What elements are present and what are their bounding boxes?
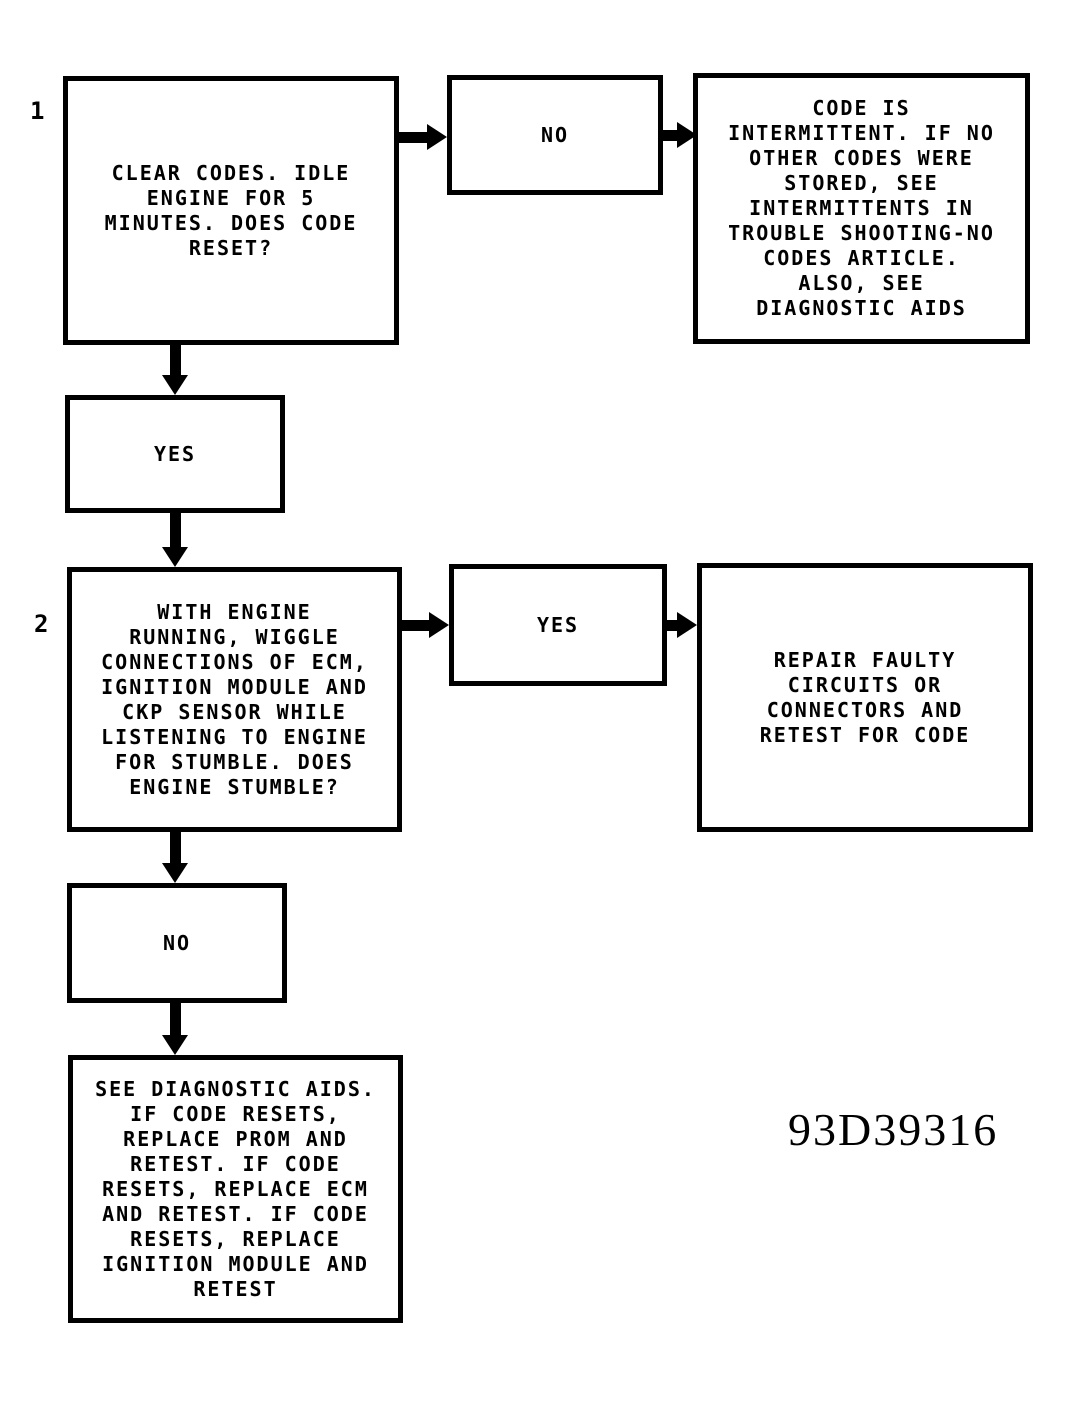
arrow-shaft: [667, 619, 677, 631]
node-repair: REPAIR FAULTY CIRCUITS OR CONNECTORS AND…: [697, 563, 1033, 832]
arrow-shaft: [663, 129, 677, 141]
step-number-1: 1: [30, 97, 46, 125]
node-no-top-text: NO: [540, 122, 570, 147]
arrow-down-icon: [162, 345, 188, 395]
arrow-head: [677, 122, 697, 148]
node-step2: WITH ENGINE RUNNING, WIGGLE CONNECTIONS …: [67, 567, 402, 832]
node-no-2-text: NO: [162, 930, 192, 955]
arrow-down-icon: [162, 513, 188, 567]
node-step1-text: CLEAR CODES. IDLE ENGINE FOR 5 MINUTES. …: [104, 160, 358, 260]
figure-id-label: 93D39316: [788, 1104, 999, 1155]
arrow-head: [162, 375, 188, 395]
node-step2-text: WITH ENGINE RUNNING, WIGGLE CONNECTIONS …: [101, 599, 368, 799]
node-diagnostic-aids-text: SEE DIAGNOSTIC AIDS. IF CODE RESETS, REP…: [95, 1076, 376, 1301]
node-diagnostic-aids: SEE DIAGNOSTIC AIDS. IF CODE RESETS, REP…: [68, 1055, 403, 1323]
node-no-top: NO: [447, 75, 663, 195]
arrow-head: [162, 547, 188, 567]
arrow-down-icon: [162, 832, 188, 883]
arrow-down-icon: [162, 1003, 188, 1055]
arrow-right-icon: [663, 122, 697, 148]
arrow-head: [427, 124, 447, 150]
arrow-shaft: [169, 832, 181, 863]
node-intermittent: CODE IS INTERMITTENT. IF NO OTHER CODES …: [693, 73, 1030, 344]
arrow-right-icon: [399, 124, 447, 150]
node-repair-text: REPAIR FAULTY CIRCUITS OR CONNECTORS AND…: [759, 647, 971, 747]
arrow-head: [162, 1035, 188, 1055]
node-step1: CLEAR CODES. IDLE ENGINE FOR 5 MINUTES. …: [63, 76, 399, 345]
arrow-shaft: [169, 513, 181, 547]
arrow-shaft: [399, 131, 427, 143]
node-yes-1: YES: [65, 395, 285, 513]
node-yes-2-text: YES: [536, 612, 580, 637]
node-yes-1-text: YES: [153, 441, 197, 466]
step-number-2: 2: [34, 610, 50, 638]
arrow-right-icon: [402, 612, 449, 638]
node-yes-2: YES: [449, 564, 667, 686]
arrow-shaft: [169, 345, 181, 375]
arrow-head: [162, 863, 188, 883]
arrow-right-icon: [667, 612, 697, 638]
arrow-head: [677, 612, 697, 638]
node-intermittent-text: CODE IS INTERMITTENT. IF NO OTHER CODES …: [728, 96, 995, 320]
arrow-shaft: [402, 619, 429, 631]
arrow-shaft: [169, 1003, 181, 1035]
node-no-2: NO: [67, 883, 287, 1003]
arrow-head: [429, 612, 449, 638]
